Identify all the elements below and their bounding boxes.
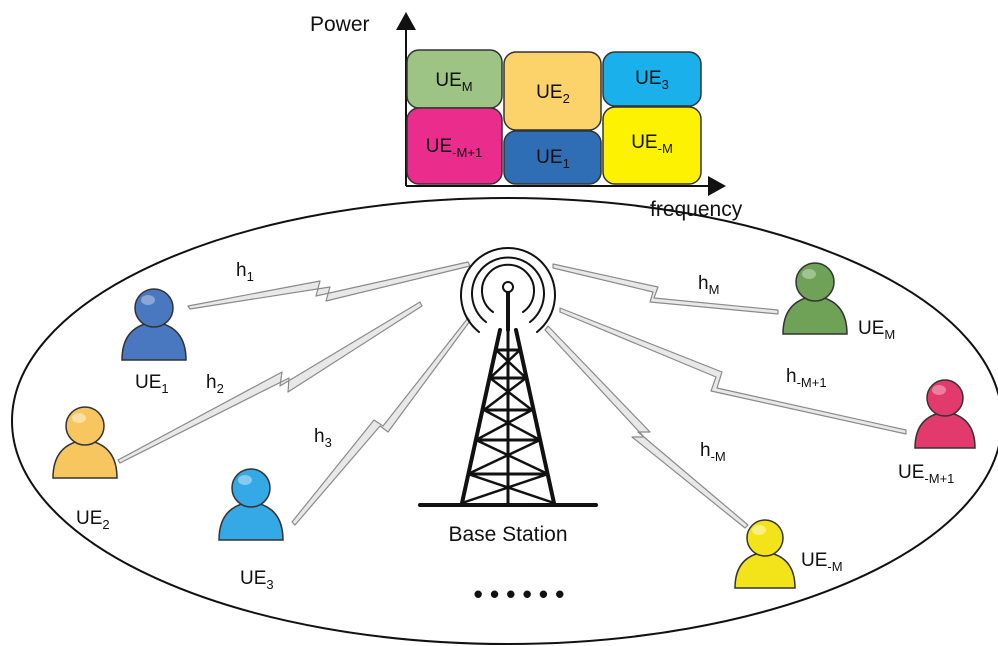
base-station-label: Base Station [448,523,567,546]
chart-block-ue-2: UE2 [503,51,602,131]
person-icon [734,519,796,589]
link-ue2 [117,301,423,464]
frequency-axis-label: frequency [650,198,743,221]
chart-block-ue-neg-m-plus-1: UE-M+1 [406,107,503,185]
person-icon [218,468,284,541]
block-rect [602,106,702,185]
user-label: UEM [858,318,895,342]
channel-label-h1: h1 [236,260,254,284]
link-ue3 [291,317,471,526]
user-label: UE2 [76,508,110,532]
channel-labels: h1 h2 h3 hM h-M+1 h-M [206,260,827,464]
block-rect [602,51,702,107]
power-axis-label: Power [310,13,370,36]
block-label: UE2 [536,82,570,106]
link-ue-M [544,325,749,529]
link-ue1 [187,261,471,310]
block-rect [503,51,602,131]
block-label: UE-M+1 [426,136,482,160]
chart-block-ue-m: UEM [406,49,503,109]
person-icon [121,288,187,361]
block-label: UE3 [635,68,669,92]
user-ue-neg-m: UE-M [734,519,843,589]
channel-label-h3: h3 [314,426,332,450]
chart-block-ue-3: UE3 [602,51,702,107]
user-label: UE1 [135,372,169,396]
block-rect [406,107,503,185]
person-icon [52,406,118,479]
link-ueM [552,263,779,315]
user-label: UE-M+1 [898,462,954,486]
link-ueM1 [559,307,907,435]
user-ue-neg-m-plus-1: UE-M+1 [898,379,976,486]
chart-block-ue-1: UE1 [503,130,602,185]
wireless-links [117,261,907,529]
user-label: UE3 [240,568,274,592]
channel-label-h2: h2 [206,372,224,396]
user-ue2: UE2 [52,406,118,532]
block-label: UE-M [631,132,673,156]
cell-coverage-ellipse [11,197,998,645]
block-label: UE1 [536,147,570,171]
user-ue3: UE3 [218,468,284,592]
user-ue-m: UEM [782,262,895,342]
more-users-ellipsis: • • • • • • [474,579,565,609]
power-frequency-chart: Power frequency UEM UE2 UE3 UE-M+1 UE1 U… [310,12,743,221]
block-label: UEM [435,70,472,94]
channel-label-h-M: h-M [700,440,726,464]
person-icon [914,379,976,449]
chart-block-ue-neg-m: UE-M [602,106,702,185]
channel-label-hM: hM [698,273,719,297]
block-rect [503,130,602,185]
user-label: UE-M [801,550,843,574]
person-icon [782,262,848,335]
base-station-tower-icon [418,247,598,507]
channel-label-hM1: h-M+1 [786,366,827,390]
user-ue1: UE1 [121,288,187,396]
